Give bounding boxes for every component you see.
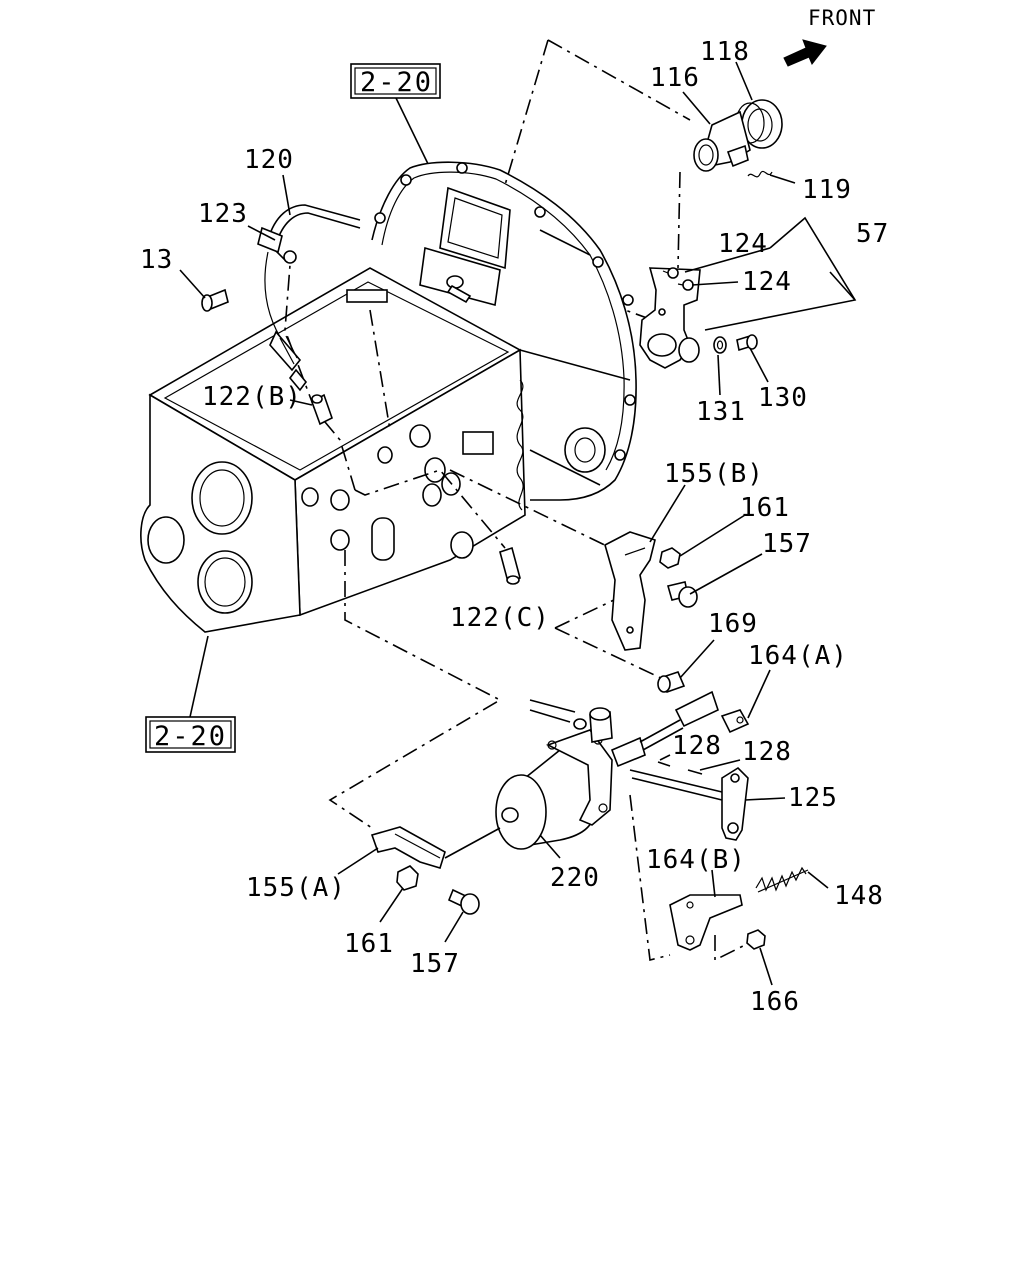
return-spring-148[interactable] — [755, 866, 809, 893]
callout-119[interactable]: 119 — [802, 175, 852, 205]
callout-148[interactable]: 148 — [834, 881, 884, 911]
hose-120[interactable] — [257, 204, 361, 392]
flange-bolt-hole — [400, 174, 412, 186]
flange-bolt-hole — [622, 294, 634, 306]
bolt-13[interactable] — [201, 288, 229, 312]
flange-bolt-hole — [624, 394, 636, 406]
assembly-path — [714, 935, 746, 962]
callout-118[interactable]: 118 — [700, 37, 750, 67]
case-opening — [197, 550, 253, 614]
release-fork-57[interactable] — [639, 267, 701, 369]
assembly-path — [354, 469, 506, 549]
callout-123[interactable]: 123 — [198, 199, 248, 229]
callout-124-upper[interactable]: 124 — [718, 229, 768, 259]
callout-130[interactable]: 130 — [758, 383, 808, 413]
bleeder-nipple-122b[interactable] — [311, 393, 333, 426]
clevis-pin-169[interactable] — [657, 671, 686, 693]
grease-nipple-124-b[interactable] — [677, 279, 694, 291]
callout-124-lower[interactable]: 124 — [742, 267, 792, 297]
assembly-path — [677, 171, 681, 269]
bolt-157-b[interactable] — [667, 581, 698, 608]
assembly-path — [274, 249, 356, 491]
flange-bolt-hole — [456, 162, 468, 174]
bolt-157-a[interactable] — [447, 888, 480, 915]
case-tag — [346, 289, 388, 303]
callout-122c[interactable]: 122(C) — [450, 603, 550, 633]
case-slot — [371, 517, 395, 561]
callout-164b[interactable]: 164(B) — [646, 845, 746, 875]
hose-fitting — [257, 226, 283, 254]
case-opening — [147, 516, 185, 564]
nut-161-a[interactable] — [396, 865, 419, 891]
callout-161-lower[interactable]: 161 — [344, 929, 394, 959]
callout-57[interactable]: 57 — [856, 219, 889, 249]
callout-157-lower[interactable]: 157 — [410, 949, 460, 979]
assembly-path — [629, 794, 671, 961]
bracket-164b[interactable] — [669, 894, 743, 951]
callout-220[interactable]: 220 — [550, 863, 600, 893]
callout-161-upper[interactable]: 161 — [740, 493, 790, 523]
flange-bolt-hole — [534, 206, 546, 218]
assembly-path — [504, 39, 549, 186]
washer-131[interactable] — [713, 336, 727, 354]
front-label: FRONT — [808, 6, 876, 30]
bleeder-nipple-122c[interactable] — [499, 546, 521, 585]
bolt-130[interactable] — [736, 334, 758, 352]
cotter-pin-128[interactable] — [657, 761, 671, 767]
reference-box-bottom[interactable]: 2-20 — [145, 716, 236, 753]
callout-13[interactable]: 13 — [140, 245, 173, 275]
callout-128-right[interactable]: 128 — [742, 737, 792, 767]
callout-166[interactable]: 166 — [750, 987, 800, 1017]
nut-161-b[interactable] — [659, 547, 681, 569]
leader-ref-bottom — [189, 635, 209, 718]
callout-164a[interactable]: 164(A) — [748, 641, 848, 671]
callout-leaders — [179, 61, 857, 986]
banjo-fitting-123[interactable] — [283, 250, 297, 264]
callout-131[interactable]: 131 — [696, 397, 746, 427]
front-arrow-icon — [783, 39, 827, 67]
inspection-window — [439, 186, 511, 270]
assembly-path — [554, 627, 666, 681]
bracket-155a[interactable] — [370, 826, 446, 869]
release-sleeve-116[interactable] — [693, 110, 751, 172]
callout-155a[interactable]: 155(A) — [246, 873, 346, 903]
callout-122b[interactable]: 122(B) — [202, 382, 302, 412]
shaft-bore — [564, 427, 606, 473]
flange-bolt-hole — [592, 256, 604, 268]
callout-128-left[interactable]: 128 — [672, 731, 722, 761]
connector-line — [444, 827, 501, 859]
callout-155b[interactable]: 155(B) — [664, 459, 764, 489]
case-opening — [191, 461, 253, 535]
callout-120[interactable]: 120 — [244, 145, 294, 175]
clutch-booster-220[interactable] — [495, 699, 684, 850]
reference-label-top: 2-20 — [360, 67, 433, 98]
fitting-on-housing — [446, 275, 472, 304]
retaining-spring-119[interactable] — [747, 170, 773, 178]
flange-bolt-hole — [374, 212, 386, 224]
callout-157-upper[interactable]: 157 — [762, 529, 812, 559]
reference-box-top[interactable]: 2-20 — [350, 63, 441, 99]
reference-label-bottom: 2-20 — [154, 721, 227, 752]
clevis-164a[interactable] — [674, 690, 750, 734]
nut-166[interactable] — [746, 929, 766, 950]
callout-125[interactable]: 125 — [788, 783, 838, 813]
grease-nipple-124[interactable] — [662, 267, 679, 279]
bracket-155b[interactable] — [604, 531, 656, 651]
lever-125[interactable] — [629, 766, 749, 841]
callout-169[interactable]: 169 — [708, 609, 758, 639]
assembly-path — [328, 550, 502, 831]
callout-116[interactable]: 116 — [650, 63, 700, 93]
transmission-case — [140, 267, 526, 633]
assembly-path — [547, 39, 691, 121]
case-pad — [462, 431, 494, 455]
cotter-pin-128-b[interactable] — [687, 769, 703, 775]
leader-ref-top — [395, 97, 431, 169]
flange-bolt-hole — [614, 449, 626, 461]
